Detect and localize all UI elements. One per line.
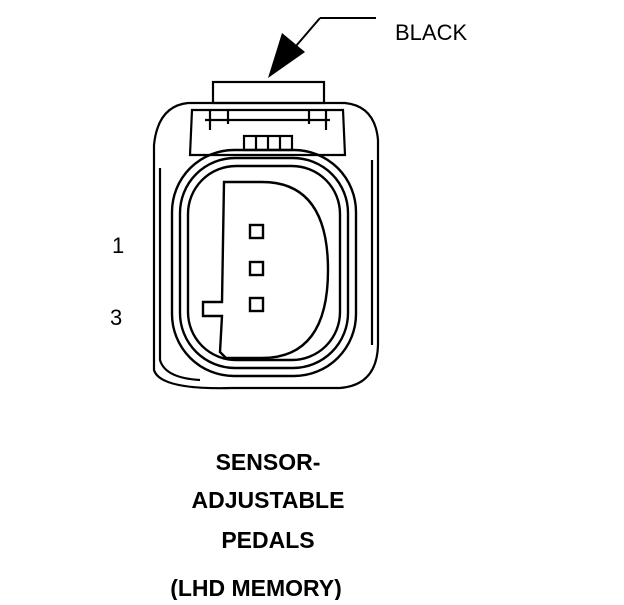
caption-line-1: SENSOR- (216, 449, 321, 475)
wire-color-label: BLACK (395, 20, 467, 45)
caption-line-4: (LHD MEMORY) (170, 575, 342, 600)
pin-2-terminal (248, 260, 265, 277)
connector-face (170, 148, 358, 378)
connector-housing (152, 80, 380, 390)
pin-3-terminal (248, 296, 265, 313)
pin-1-label: 1 (112, 233, 124, 258)
caption-line-3: PEDALS (221, 527, 314, 553)
caption-line-2: ADJUSTABLE (192, 487, 345, 513)
pin-1-terminal (248, 223, 265, 240)
pin-3-label: 3 (110, 305, 122, 330)
callout-arrow (268, 17, 376, 78)
